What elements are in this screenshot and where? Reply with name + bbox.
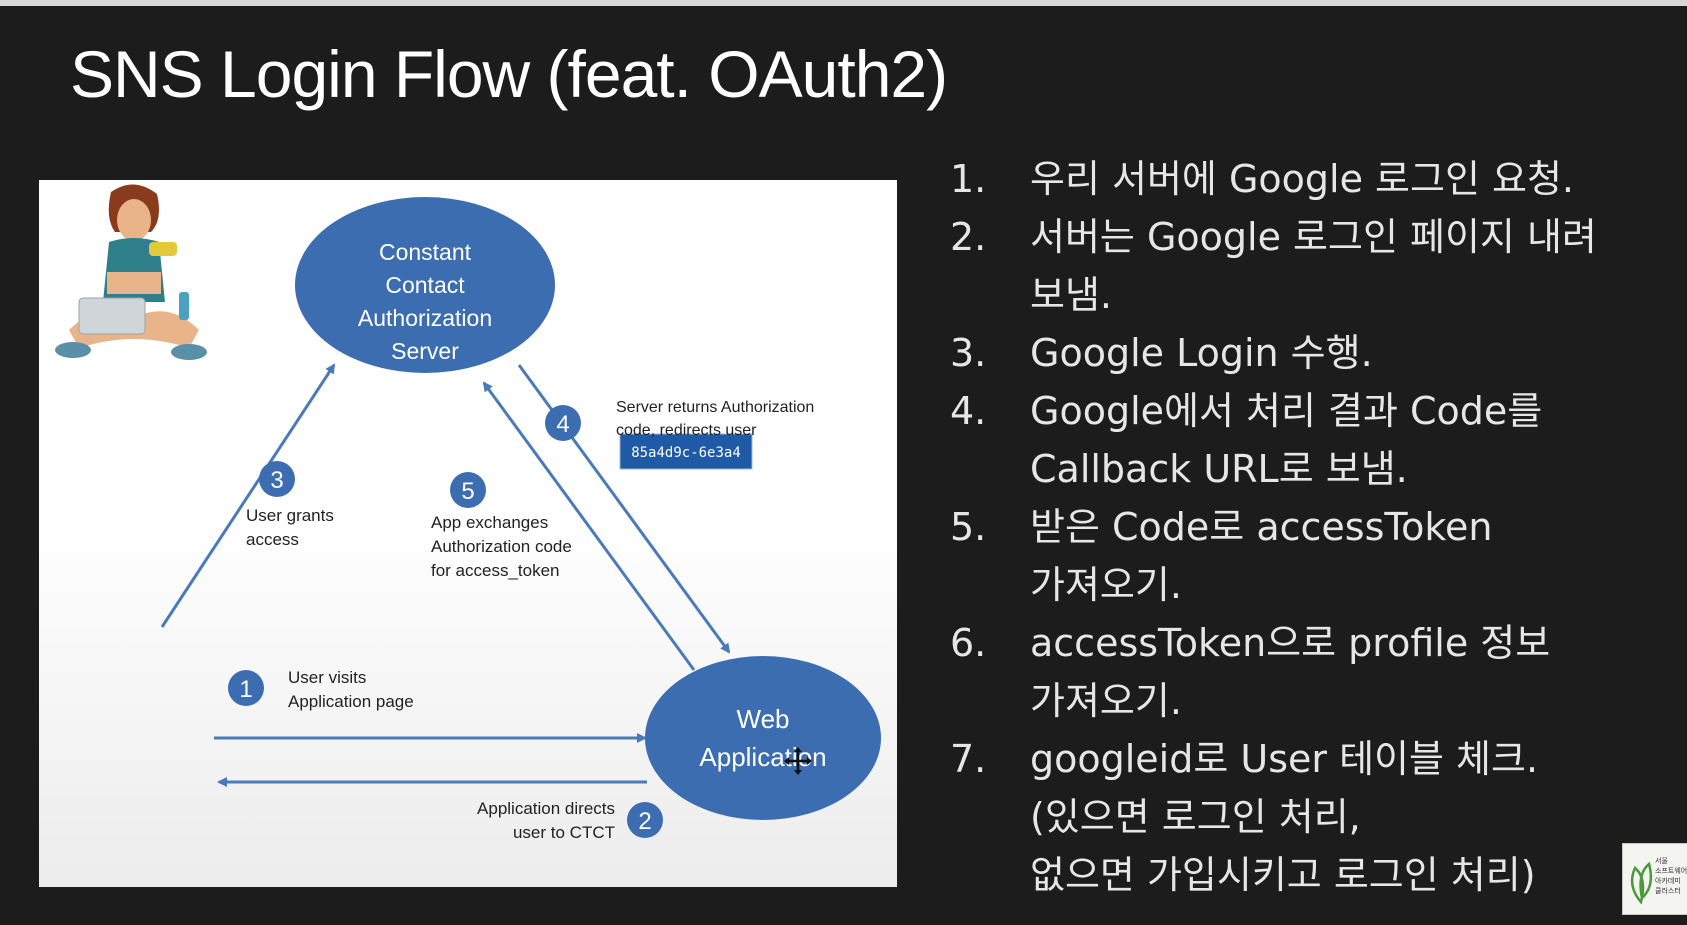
step5-caption-1: App exchanges [431, 513, 548, 532]
web-app-label-1: Web [737, 704, 790, 734]
step-number: 4. [950, 389, 987, 433]
step5-caption-2: Authorization code [431, 537, 572, 556]
academy-logo: 서울 소프트웨어 아카데미 클러스터 [1622, 843, 1687, 915]
step-number: 5. [950, 505, 987, 549]
step1-caption-2: Application page [288, 692, 414, 711]
login-steps-list: 1. 우리 서버에 Google 로그인 요청. 2. 서버는 Google 로그인… [950, 150, 1670, 904]
step-badge-1 [228, 670, 264, 706]
arrow-step-5 [482, 381, 696, 671]
step5-caption-3: for access_token [431, 561, 560, 580]
step-item: 7. googleid로 User 테이블 체크. (있으면 로그인 처리, 없으… [950, 730, 1670, 904]
move-cursor-icon [784, 747, 812, 775]
step3-caption-2: access [246, 530, 299, 549]
step-badge-2 [627, 802, 663, 838]
step-text: googleid로 User 테이블 체크. (있으면 로그인 처리, 없으면 … [1030, 737, 1539, 897]
auth-code-chip-text: 85a4d9c-6e3a4 [631, 445, 741, 461]
step2-caption-1: Application directs [477, 799, 615, 818]
step-text: 받은 Code로 accessToken 가져오기. [1030, 505, 1493, 607]
step-num-1: 1 [239, 676, 252, 703]
step-text: Google에서 처리 결과 Code를 Callback URL로 보냄. [1030, 389, 1543, 491]
step4-caption-1: Server returns Authorization [616, 399, 814, 416]
step-text: accessToken으로 profile 정보 가져오기. [1030, 621, 1551, 723]
auth-server-label-3: Authorization [358, 305, 492, 331]
step4-caption-2: code, redirects user [616, 422, 757, 439]
slide-title: SNS Login Flow (feat. OAuth2) [70, 37, 948, 111]
logo-line: 아카데미 [1655, 877, 1681, 885]
logo-line: 클러스터 [1655, 887, 1681, 895]
step-text: Google Login 수행. [1030, 331, 1373, 375]
top-edge-bar [0, 0, 1687, 6]
step-item: 1. 우리 서버에 Google 로그인 요청. [950, 150, 1670, 208]
step-item: 2. 서버는 Google 로그인 페이지 내려 보냄. [950, 208, 1670, 324]
step-badge-4 [545, 405, 581, 441]
step-badge-3 [259, 461, 295, 497]
diagram-canvas: Constant Contact Authorization Server We… [160, 197, 881, 842]
oauth-flow-diagram: Constant Contact Authorization Server We… [39, 180, 897, 887]
step-text: 우리 서버에 Google 로그인 요청. [1030, 157, 1574, 201]
logo-line: 서울 [1655, 857, 1668, 865]
step-number: 3. [950, 331, 987, 375]
step-num-2: 2 [638, 808, 651, 835]
step-num-4: 4 [556, 411, 569, 438]
step-text: 서버는 Google 로그인 페이지 내려 보냄. [1030, 215, 1597, 317]
step-num-3: 3 [270, 467, 283, 494]
step-number: 7. [950, 737, 987, 781]
auth-server-node [295, 197, 555, 373]
leaf-logo-icon [1630, 861, 1653, 905]
step2-caption-2: user to CTCT [513, 823, 615, 842]
step-number: 6. [950, 621, 987, 665]
step-number: 2. [950, 215, 987, 259]
step-item: 4. Google에서 처리 결과 Code를 Callback URL로 보냄. [950, 382, 1670, 498]
arrow-step-3 [160, 363, 336, 628]
web-app-node [645, 656, 881, 820]
step-item: 5. 받은 Code로 accessToken 가져오기. [950, 498, 1670, 614]
auth-server-label-2: Contact [385, 272, 465, 298]
step1-caption-1: User visits [288, 668, 366, 687]
user-illustration [55, 184, 207, 360]
auth-code-chip [619, 433, 753, 470]
auth-server-label-1: Constant [379, 239, 472, 265]
step-item: 3. Google Login 수행. [950, 324, 1670, 382]
step-item: 6. accessToken으로 profile 정보 가져오기. [950, 614, 1670, 730]
step-badge-5 [450, 472, 486, 508]
logo-text: 서울 소프트웨어 아카데미 클러스터 [1655, 856, 1687, 896]
step3-caption-1: User grants [246, 506, 334, 525]
auth-server-label-4: Server [391, 338, 459, 364]
logo-line: 소프트웨어 [1655, 867, 1687, 875]
step-num-5: 5 [461, 478, 474, 505]
step-number: 1. [950, 157, 987, 201]
web-app-label-2: Application [699, 742, 826, 772]
